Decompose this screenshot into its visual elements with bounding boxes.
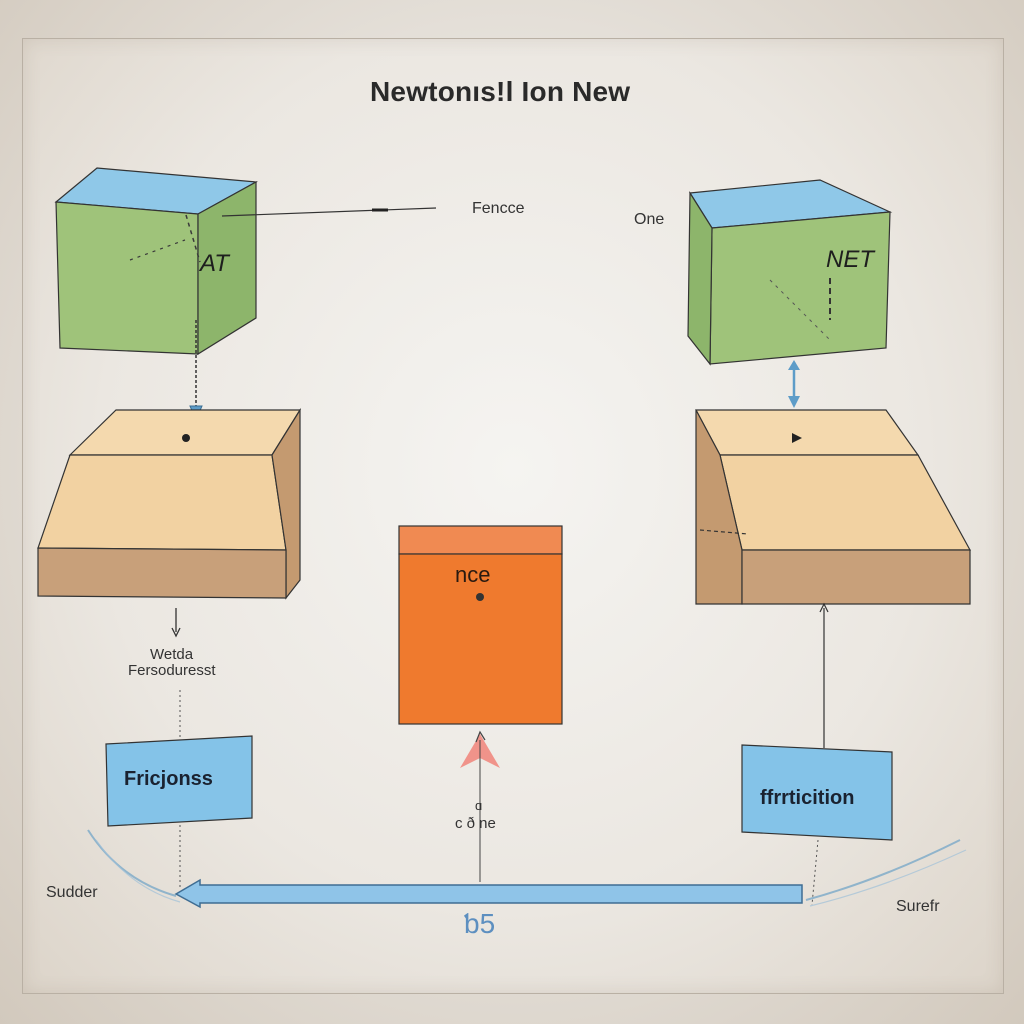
bottom-center-label: ƅ5 [464, 908, 496, 939]
friction-tag-left [105, 735, 253, 827]
box-right-label: NET [826, 246, 874, 273]
friction-tag-right [741, 744, 893, 841]
orange-block-center [398, 525, 563, 725]
pink-force-arrow [460, 730, 500, 882]
green-box-right [687, 179, 893, 366]
center-small-label-2: c ð ne [455, 815, 496, 832]
center-small-label-1: ɑ [475, 798, 483, 813]
force-label: Fencce [472, 200, 525, 217]
right-guides [811, 602, 829, 906]
force-arrow [221, 207, 437, 217]
green-box-left [54, 167, 259, 356]
bottom-arrow [174, 878, 803, 909]
friction-right-label: ffrrticition [760, 787, 855, 809]
one-label: One [634, 211, 665, 228]
bottom-right-label: Surefr [896, 898, 940, 915]
friction-left-label: Fricjonss [124, 768, 213, 790]
connector-right-top [788, 360, 800, 408]
center-block-label: nce [455, 562, 491, 587]
bottom-left-label: Sudder [46, 884, 98, 901]
box-left-label: AT [200, 250, 229, 277]
tan-block-right [695, 409, 972, 605]
weight-label-line2: Fersoduresst [128, 662, 216, 679]
diagram-title: Newtonıs!l Ion New [370, 76, 631, 107]
tan-block-left [37, 407, 302, 600]
ground-curves [87, 829, 967, 907]
weight-label-line1: Wetda [150, 646, 194, 663]
